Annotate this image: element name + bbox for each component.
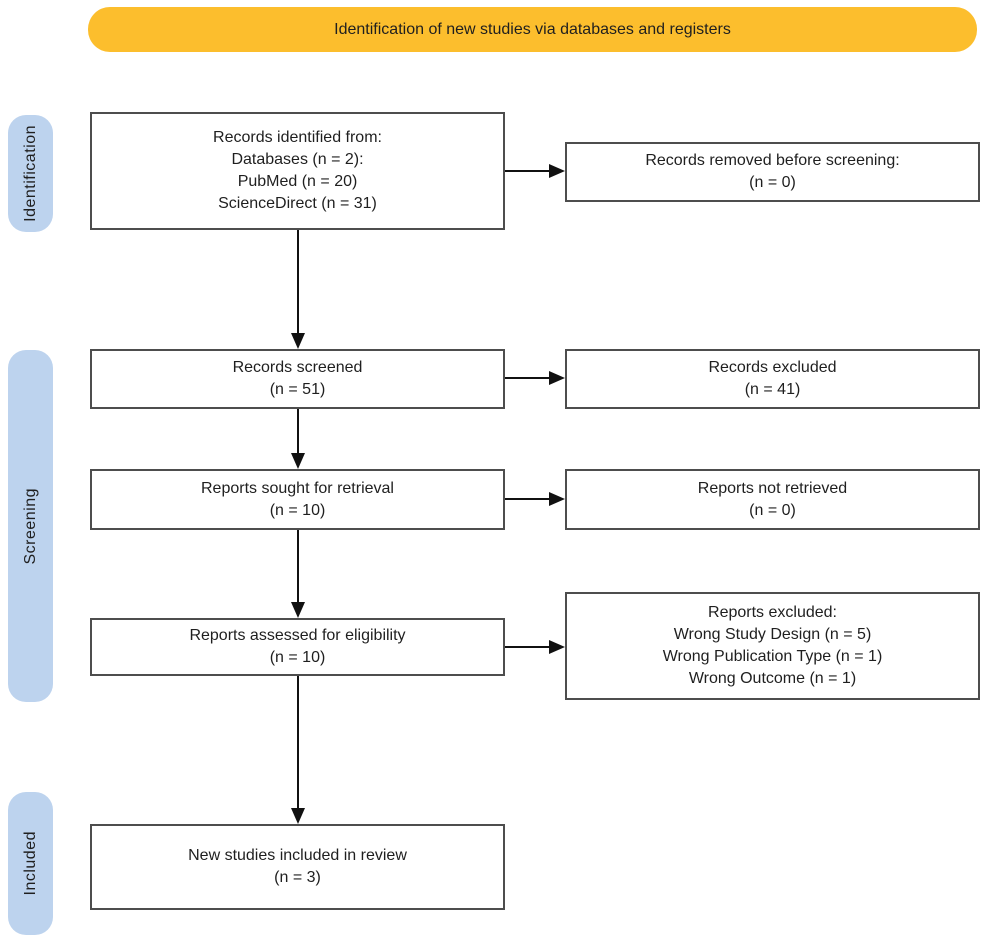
box-line: Databases (n = 2): — [231, 151, 364, 168]
box-line: (n = 41) — [744, 381, 801, 398]
box-records-identified: Records identified from: Databases (n = … — [90, 112, 505, 230]
box-line: (n = 3) — [274, 869, 321, 886]
box-line: Reports excluded: — [708, 604, 837, 621]
box-line: New studies included in review — [188, 847, 407, 864]
stage-label-screening-text: Screening — [21, 487, 39, 565]
box-records-screened: Records screened (n = 51) — [90, 349, 505, 409]
box-line: (n = 0) — [749, 501, 796, 519]
box-line: Wrong Study Design (n = 5) — [673, 626, 872, 643]
arrow-screened-to-sought — [291, 409, 305, 469]
box-line: Records excluded — [708, 359, 837, 376]
box-line: Reports sought for retrieval — [201, 479, 394, 497]
arrow-identified-to-removed — [505, 164, 565, 178]
box-line: (n = 0) — [749, 174, 796, 191]
banner-title: Identification of new studies via databa… — [334, 20, 731, 38]
box-line: PubMed (n = 20) — [237, 173, 358, 190]
box-line: Reports assessed for eligibility — [189, 627, 406, 644]
arrow-sought-to-assessed — [291, 530, 305, 618]
box-line: (n = 10) — [269, 649, 326, 666]
box-reports-not-retrieved: Reports not retrieved (n = 0) — [565, 469, 980, 530]
stage-label-identification-text: Identification — [21, 125, 39, 222]
arrow-identified-to-screened — [291, 230, 305, 349]
stage-label-identification: Identification — [8, 115, 53, 232]
arrow-screened-to-excluded — [505, 371, 565, 385]
stage-label-screening: Screening — [8, 350, 53, 702]
box-reports-excluded: Reports excluded: Wrong Study Design (n … — [565, 592, 980, 700]
box-reports-sought: Reports sought for retrieval (n = 10) — [90, 469, 505, 530]
box-reports-assessed: Reports assessed for eligibility (n = 10… — [90, 618, 505, 676]
box-records-removed-before-screening: Records removed before screening: (n = 0… — [565, 142, 980, 202]
stage-label-included-text: Included — [21, 831, 39, 896]
box-new-studies-included: New studies included in review (n = 3) — [90, 824, 505, 910]
box-line: Wrong Publication Type (n = 1) — [662, 648, 883, 665]
box-line: Records removed before screening: — [645, 152, 900, 169]
stage-label-included: Included — [8, 792, 53, 935]
arrow-sought-to-not-retrieved — [505, 492, 565, 506]
box-line: Wrong Outcome (n = 1) — [688, 670, 857, 687]
box-line: Records identified from: — [213, 129, 382, 146]
box-records-excluded: Records excluded (n = 41) — [565, 349, 980, 409]
arrow-assessed-to-reports-excluded — [505, 640, 565, 654]
box-line: Records screened — [232, 359, 363, 376]
box-line: ScienceDirect (n = 31) — [218, 195, 377, 212]
box-line: (n = 51) — [269, 381, 326, 398]
banner-identification-via-databases: Identification of new studies via databa… — [88, 7, 977, 52]
box-line: (n = 10) — [269, 501, 326, 519]
box-line: Reports not retrieved — [697, 479, 848, 497]
arrow-assessed-to-included — [291, 676, 305, 824]
